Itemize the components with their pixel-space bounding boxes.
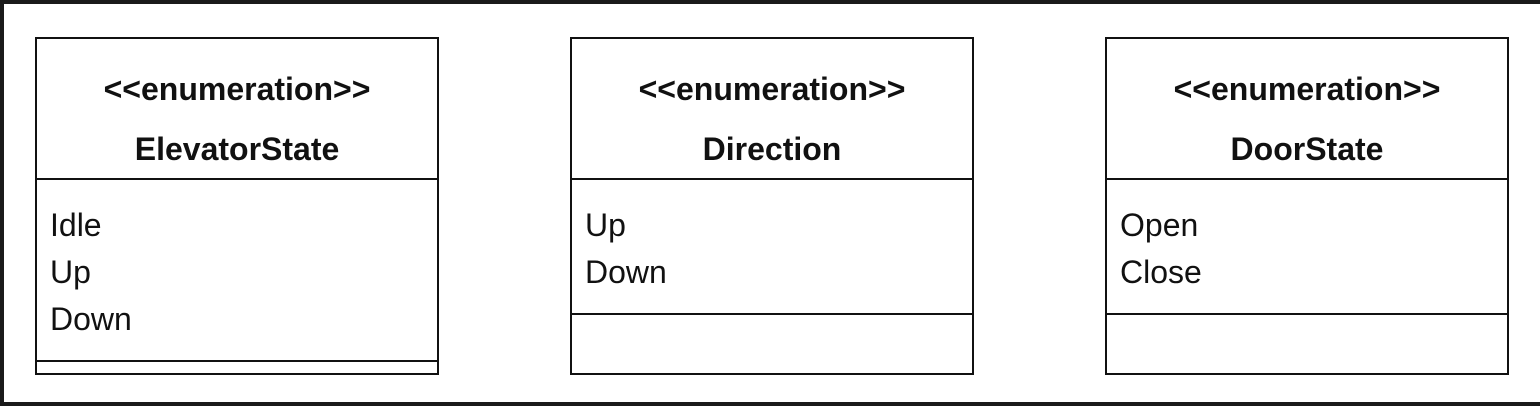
enum-class-elevator-state[interactable]: <<enumeration>> ElevatorState Idle Up Do…: [35, 37, 439, 375]
class-name: DoorState: [1230, 131, 1384, 167]
literals-compartment: Up Down: [572, 180, 972, 315]
enum-class-direction[interactable]: <<enumeration>> Direction Up Down: [570, 37, 974, 375]
enum-literal: Up: [50, 254, 91, 290]
class-name: Direction: [702, 131, 842, 167]
stereotype-label: <<enumeration>>: [638, 71, 906, 107]
enum-literal: Down: [585, 254, 667, 290]
enum-literal: Open: [1120, 207, 1199, 243]
class-header: <<enumeration>> DoorState: [1107, 39, 1507, 180]
class-header: <<enumeration>> Direction: [572, 39, 972, 180]
class-name: ElevatorState: [134, 131, 340, 167]
operations-compartment: [37, 360, 437, 366]
enum-literal: Idle: [50, 207, 102, 243]
literals-compartment: Idle Up Down: [37, 180, 437, 364]
stereotype-label: <<enumeration>>: [1173, 71, 1441, 107]
enum-literal: Up: [585, 207, 626, 243]
enum-class-door-state[interactable]: <<enumeration>> DoorState Open Close: [1105, 37, 1509, 375]
enum-literal: Down: [50, 301, 132, 337]
class-header: <<enumeration>> ElevatorState: [37, 39, 437, 180]
enum-literal: Close: [1120, 254, 1202, 290]
literals-compartment: Open Close: [1107, 180, 1507, 315]
stereotype-label: <<enumeration>>: [103, 71, 371, 107]
